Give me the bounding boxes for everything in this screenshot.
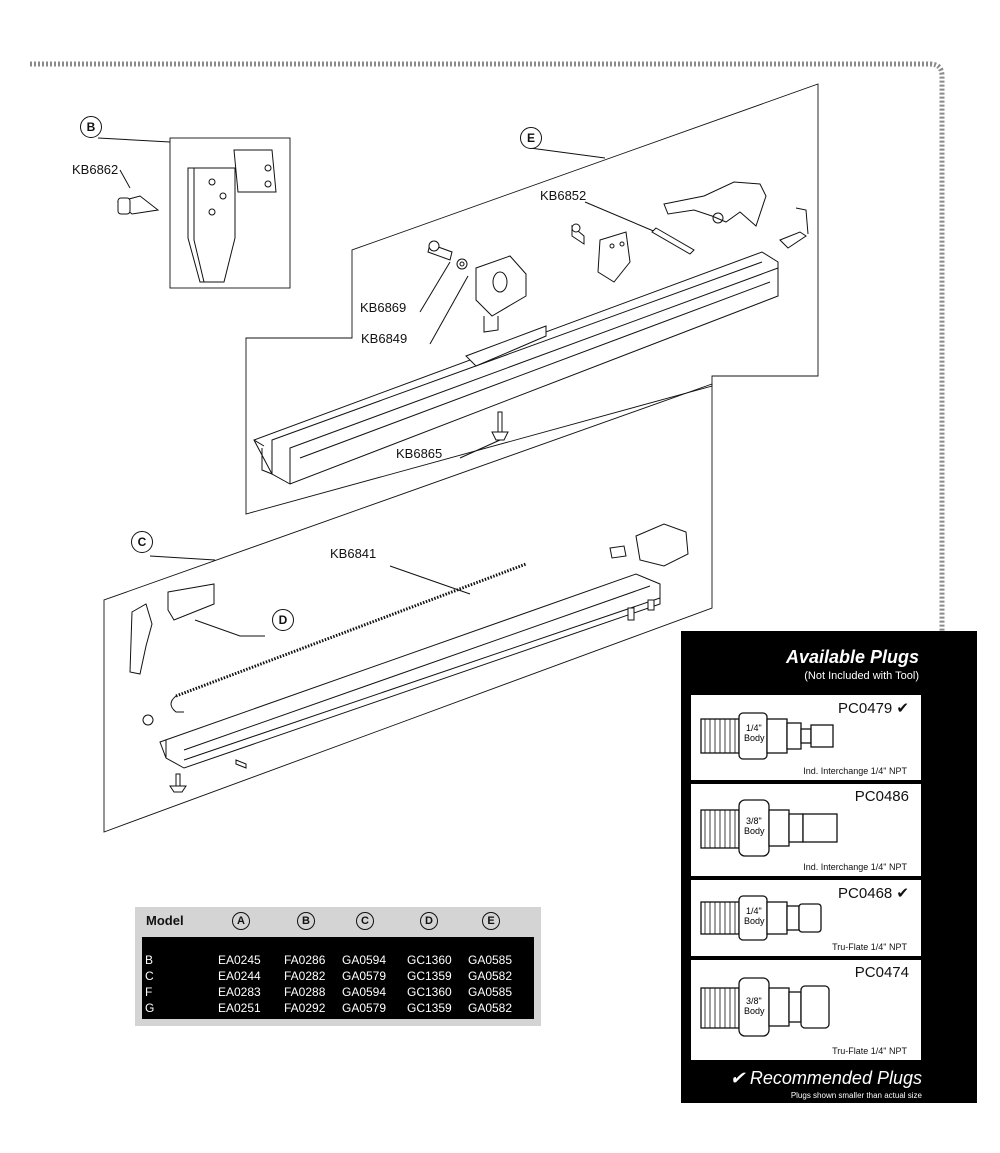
part-label-kb6869: KB6869 bbox=[360, 300, 407, 315]
panel-e-outline bbox=[245, 83, 819, 515]
cell-e: GA0585 bbox=[468, 985, 513, 999]
table-row: C EA0244 FA0282 GA0579 GC1359 GA0582 bbox=[142, 969, 534, 985]
box-b-outline bbox=[169, 137, 291, 289]
cell-b: FA0282 bbox=[284, 969, 326, 983]
svg-text:3/8": 3/8" bbox=[746, 816, 762, 826]
svg-text:1/4": 1/4" bbox=[746, 723, 762, 733]
col-a-header: A bbox=[232, 912, 250, 930]
plugs-subtitle: (Not Included with Tool) bbox=[804, 670, 919, 682]
panel-c-outline bbox=[103, 383, 713, 833]
cell-c: GA0594 bbox=[342, 985, 387, 999]
plug-card-pc0486: PC0486 3/8" Body Ind. Interchange 1/4" N… bbox=[691, 784, 921, 876]
part-label-kb6865: KB6865 bbox=[396, 446, 443, 461]
plug-code: PC0479 ✔ bbox=[838, 700, 909, 717]
plug-card-pc0474: PC0474 3/8" Body Tru-Flate 1/4" NPT bbox=[691, 960, 921, 1060]
cell-d: GC1359 bbox=[407, 1001, 452, 1015]
col-b-header: B bbox=[297, 912, 315, 930]
dotted-border bbox=[30, 61, 945, 983]
cell-model: B bbox=[145, 953, 154, 967]
model-table: Model A B C D E B EA0245 FA0286 GA0594 G… bbox=[135, 907, 541, 1026]
table-row: F EA0283 FA0288 GA0594 GC1360 GA0585 bbox=[142, 985, 534, 1001]
cell-e: GA0582 bbox=[468, 969, 513, 983]
cell-a: EA0245 bbox=[218, 953, 261, 967]
cell-b: FA0286 bbox=[284, 953, 326, 967]
col-c-header: C bbox=[356, 912, 374, 930]
cell-c: GA0594 bbox=[342, 953, 387, 967]
recommended-plugs-label: ✔ Recommended Plugs bbox=[729, 1068, 922, 1088]
cell-e: GA0582 bbox=[468, 1001, 513, 1015]
part-label-kb6841: KB6841 bbox=[330, 546, 377, 561]
plug-desc: Ind. Interchange 1/4" NPT bbox=[803, 862, 907, 872]
cell-d: GC1360 bbox=[407, 953, 452, 967]
plug-code: PC0474 bbox=[854, 964, 909, 981]
plug-icon: 3/8" Body bbox=[700, 799, 838, 857]
plug-card-pc0468: PC0468 ✔ 1/4" Body Tru-Flate 1/4" NPT bbox=[691, 880, 921, 956]
cell-model: G bbox=[145, 1001, 155, 1015]
plug-icon: 1/4" Body bbox=[700, 712, 834, 760]
plug-desc: Ind. Interchange 1/4" NPT bbox=[803, 766, 907, 776]
callout-d: D bbox=[272, 609, 294, 631]
table-row: B EA0245 FA0286 GA0594 GC1360 GA0585 bbox=[142, 953, 534, 969]
svg-text:1/4": 1/4" bbox=[746, 906, 762, 916]
cell-d: GC1360 bbox=[407, 985, 452, 999]
c-rail bbox=[159, 573, 661, 769]
cell-a: EA0251 bbox=[218, 1001, 261, 1015]
col-d-header: D bbox=[420, 912, 438, 930]
plug-code: PC0468 ✔ bbox=[838, 885, 909, 902]
spring bbox=[175, 562, 527, 698]
available-plugs-panel: Available Plugs (Not Included with Tool)… bbox=[681, 631, 977, 1103]
part-label-kb6852: KB6852 bbox=[540, 188, 587, 203]
cell-b: FA0292 bbox=[284, 1001, 326, 1015]
plug-icon: 1/4" Body bbox=[700, 895, 822, 941]
plugs-size-note: Plugs shown smaller than actual size bbox=[790, 1091, 922, 1100]
plug-desc: Tru-Flate 1/4" NPT bbox=[832, 1046, 907, 1056]
table-row: G EA0251 FA0292 GA0579 GC1359 GA0582 bbox=[142, 1001, 534, 1017]
model-header: Model bbox=[146, 913, 184, 928]
plugs-title: Available Plugs bbox=[785, 647, 919, 667]
svg-text:Body: Body bbox=[744, 826, 765, 836]
svg-text:Body: Body bbox=[744, 1006, 765, 1016]
svg-text:Body: Body bbox=[744, 733, 765, 743]
plug-icon: 3/8" Body bbox=[700, 977, 830, 1037]
callout-e: E bbox=[520, 127, 542, 149]
callout-c: C bbox=[131, 531, 153, 553]
cell-a: EA0283 bbox=[218, 985, 261, 999]
col-e-header: E bbox=[482, 912, 500, 930]
cell-e: GA0585 bbox=[468, 953, 513, 967]
cell-a: EA0244 bbox=[218, 969, 261, 983]
cell-c: GA0579 bbox=[342, 969, 387, 983]
cell-model: F bbox=[145, 985, 153, 999]
plug-code: PC0486 bbox=[854, 788, 909, 805]
plug-desc: Tru-Flate 1/4" NPT bbox=[832, 942, 907, 952]
svg-text:Body: Body bbox=[744, 916, 765, 926]
callout-b: B bbox=[80, 116, 102, 138]
cell-b: FA0288 bbox=[284, 985, 326, 999]
part-label-kb6849: KB6849 bbox=[361, 331, 408, 346]
model-table-header: Model A B C D E bbox=[135, 907, 541, 937]
part-label-kb6862: KB6862 bbox=[72, 162, 119, 177]
model-table-body: B EA0245 FA0286 GA0594 GC1360 GA0585 C E… bbox=[142, 937, 534, 1019]
svg-text:3/8": 3/8" bbox=[746, 996, 762, 1006]
cell-model: C bbox=[145, 969, 154, 983]
plug-card-pc0479: PC0479 ✔ 1/4" Body Ind. Interchange 1/4"… bbox=[691, 695, 921, 780]
cell-c: GA0579 bbox=[342, 1001, 387, 1015]
cell-d: GC1359 bbox=[407, 969, 452, 983]
